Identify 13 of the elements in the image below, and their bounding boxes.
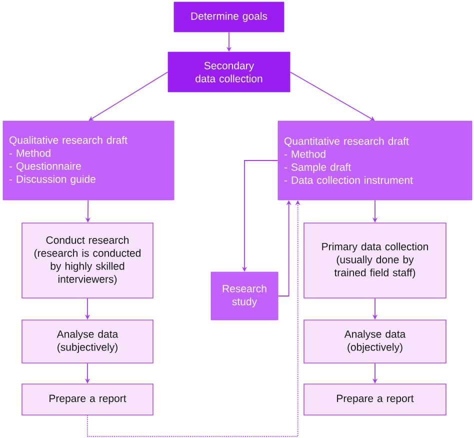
draft-box: Research study xyxy=(210,272,278,320)
step-box: Analyse data (objectively) xyxy=(304,320,446,364)
draft-box: Qualitative research draft - Method - Questionnaire - Discussion guide xyxy=(2,120,174,200)
process-box: Determine goals xyxy=(174,2,284,32)
arrow xyxy=(88,72,168,121)
step-box: Primary data collection (usually done by trained field staff) xyxy=(304,222,446,298)
process-box: Secondary data collection xyxy=(168,52,290,92)
step-box: Conduct research (research is conducted by highly skilled interviewers) xyxy=(22,222,154,298)
step-box: Prepare a report xyxy=(304,384,446,416)
draft-box: Quantitative research draft - Method - Sample draft - Data collection instrument xyxy=(278,120,472,200)
arrow xyxy=(290,72,375,121)
step-box: Analyse data (subjectively) xyxy=(22,320,154,364)
step-box: Prepare a report xyxy=(22,384,154,416)
